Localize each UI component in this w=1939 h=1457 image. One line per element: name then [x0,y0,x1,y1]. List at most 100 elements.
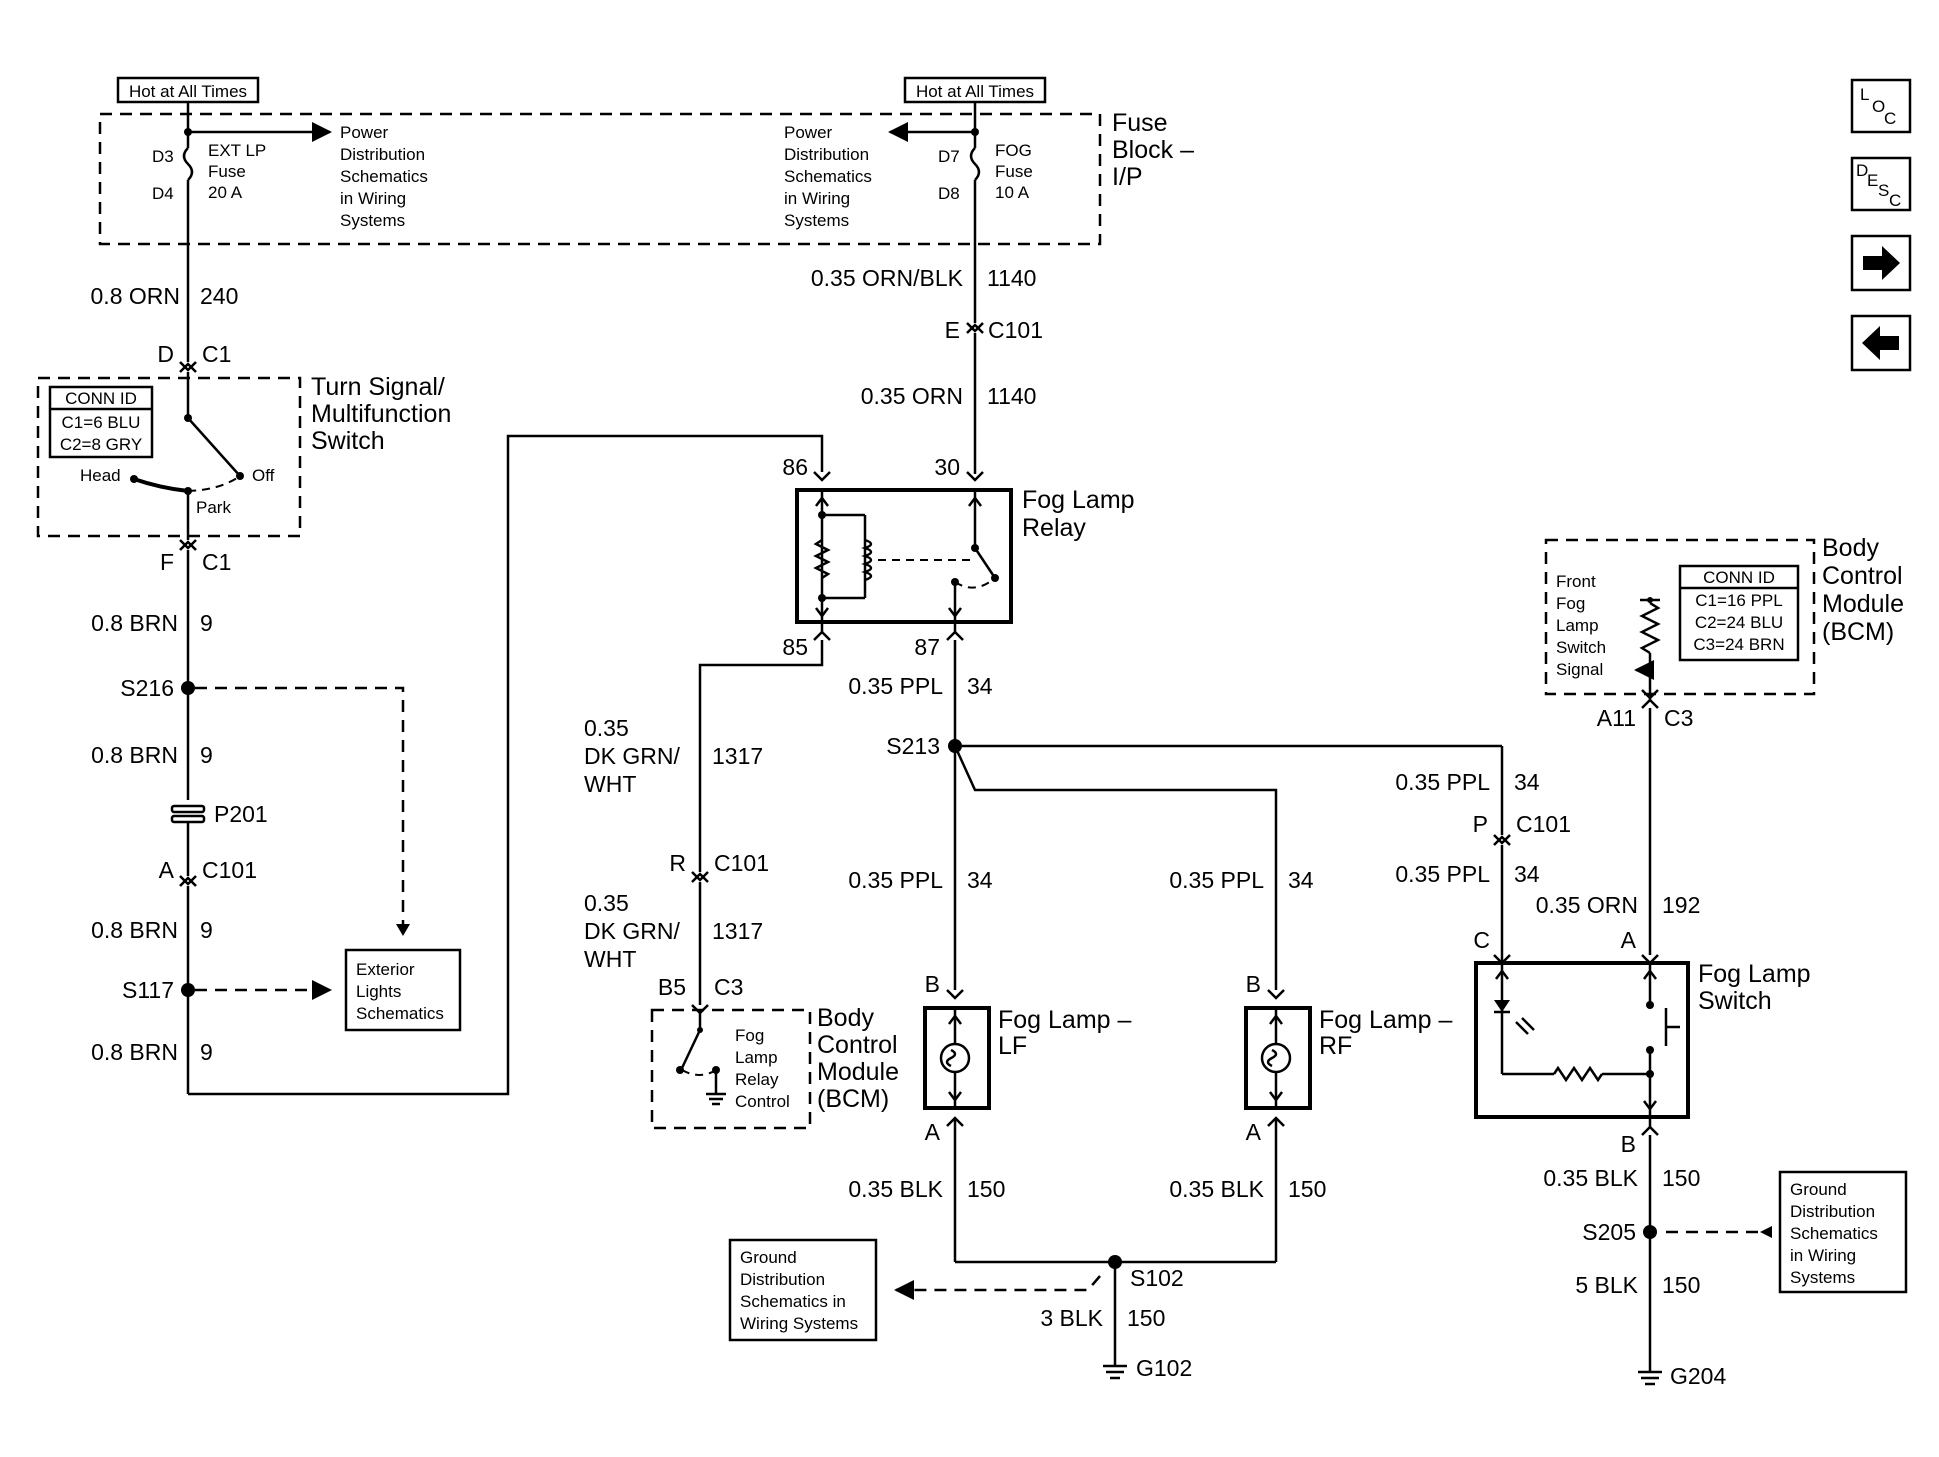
bcm-bottom-title-2: Control [817,1031,898,1059]
fog-lamp-lf-bulb-icon [939,1042,971,1074]
conn-c1-top: C1 [202,341,231,367]
svg-text:in Wiring: in Wiring [784,189,850,208]
dkgrn2-line-3: WHT [584,946,636,972]
circuit-240: 240 [200,283,238,309]
ext-fuse-label-2: Fuse [208,162,246,181]
rf-pin-a: A [1246,1119,1262,1145]
splice-s205 [1643,1225,1657,1239]
bcm-top-title-4: (BCM) [1822,618,1894,646]
bcm-conn-id-c3: C3=24 BRN [1693,635,1784,654]
fog-lamp-rf-bulb-icon [1260,1042,1292,1074]
conn-c3-top: C3 [1664,705,1693,731]
relay-pin-85: 85 [782,634,808,660]
conn-a-c101: A [159,857,175,883]
circuit-150-2: 150 [1288,1176,1326,1202]
ground-left-line-1: Ground [740,1248,797,1267]
exterior-lights-box[interactable] [344,948,462,1032]
sw-pin-c: C [1473,927,1490,953]
pds-text-right: Power Distribution Schematics in Wiring … [784,123,872,230]
exterior-box-line-1: Exterior [356,960,415,979]
conn-p: P [1473,811,1488,837]
next-button[interactable] [1850,234,1912,292]
conn-c101-top: C101 [988,317,1043,343]
svg-text:Distribution: Distribution [340,145,425,164]
wire-0.8-brn-3: 0.8 BRN [91,917,178,943]
circuit-9-2: 9 [200,742,213,768]
fog-fuse-label-3: 10 A [995,183,1030,202]
wire-0.35-ppl-2: 0.35 PPL [848,867,943,893]
svg-text:in Wiring: in Wiring [340,189,406,208]
svg-text:Power: Power [340,123,389,142]
conn-c101-p: C101 [1516,811,1571,837]
fog-fuse-label-2: Fuse [995,162,1033,181]
circuit-150-5: 150 [1662,1272,1700,1298]
bcm-bottom-line-3: Relay [735,1070,779,1089]
bcm-signal-line-2: Fog [1556,594,1585,613]
bcm-signal-line-5: Signal [1556,660,1603,679]
conn-a11: A11 [1597,705,1636,731]
lf-pin-b: B [925,971,940,997]
svg-text:C: C [1889,191,1901,210]
g204-label: G204 [1670,1363,1726,1389]
circuit-150-4: 150 [1662,1165,1700,1191]
ground-right-line-3: Schematics [1790,1224,1878,1243]
sw-pin-b: B [1621,1131,1636,1157]
circuit-9-3: 9 [200,917,213,943]
dkgrn1-line-1: 0.35 [584,715,629,741]
wire-0.35-ppl-3: 0.35 PPL [1169,867,1264,893]
relay-title-1: Fog Lamp [1022,486,1135,514]
loc-button[interactable]: L O C [1850,78,1912,134]
ground-left-line-4: Wiring Systems [740,1314,858,1333]
ground-right-line-4: in Wiring [1790,1246,1856,1265]
bcm-conn-id-c1: C1=16 PPL [1695,591,1782,610]
bcm-conn-id-c2: C2=24 BLU [1695,613,1783,632]
svg-text:Power: Power [784,123,833,142]
fuse-block-title-2: Block – [1112,136,1194,164]
p201-label: P201 [214,801,268,827]
circuit-1140-2: 1140 [987,383,1036,409]
circuit-34-1: 34 [967,673,993,699]
bcm-bottom-line-4: Control [735,1092,790,1111]
prev-button[interactable] [1850,314,1912,372]
bcm-pullup-resistor-icon [1639,601,1661,655]
desc-button[interactable]: D E S C [1850,156,1912,212]
ext-fuse-pin-top: D3 [152,147,174,166]
circuit-34-2: 34 [967,867,993,893]
circuit-1140-1: 1140 [987,265,1036,291]
svg-text:E: E [1867,171,1878,190]
bcm-signal-line-4: Switch [1556,638,1606,657]
ground-right-line-1: Ground [1790,1180,1847,1199]
ground-left-line-3: Schematics in [740,1292,846,1311]
bcm-bottom-title-4: (BCM) [817,1085,889,1113]
lf-pin-a: A [925,1119,941,1145]
fuse-block-box [98,112,1102,246]
exterior-box-line-3: Schematics [356,1004,444,1023]
exterior-box-line-2: Lights [356,982,401,1001]
ground-right-line-2: Distribution [1790,1202,1875,1221]
switch-blade [187,417,241,477]
arrow-right-icon [1863,246,1900,280]
wire-0.8-brn-2: 0.8 BRN [91,742,178,768]
bcm-bottom-line-2: Lamp [735,1048,778,1067]
ext-fuse-label-1: EXT LP [208,141,266,160]
turn-switch-title-3: Switch [311,427,385,455]
conn-f: F [160,549,174,575]
svg-text:O: O [1872,97,1885,116]
wire-0.35-orn-blk: 0.35 ORN/BLK [811,265,964,291]
svg-text:Systems: Systems [340,211,405,230]
switch-resistor-icon [1552,1065,1604,1083]
wire-0.35-ppl-1: 0.35 PPL [848,673,943,699]
wire-0.35-blk-1: 0.35 BLK [848,1176,943,1202]
ground-distribution-box-right[interactable] [1778,1170,1908,1294]
ground-distribution-box-left[interactable] [728,1238,878,1342]
sw-pin-a: A [1621,927,1637,953]
conn-id-c2: C2=8 GRY [60,435,142,454]
bcm-top-box [1544,538,1816,696]
svg-text:Schematics: Schematics [784,167,872,186]
wire-0.35-ppl-5: 0.35 PPL [1395,861,1490,887]
wire-0.8-brn-1: 0.8 BRN [91,610,178,636]
conn-d: D [157,341,174,367]
ground-right-line-5: Systems [1790,1268,1855,1287]
ground-left-line-2: Distribution [740,1270,825,1289]
conn-r: R [669,850,686,876]
